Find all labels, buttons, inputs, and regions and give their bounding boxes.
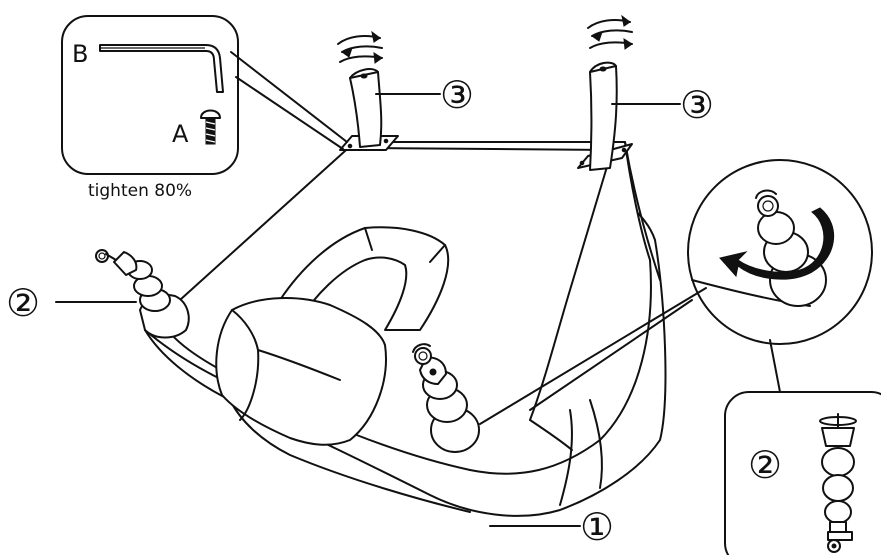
inset-connector [769,339,801,393]
tighten-caption: tighten 80% [88,181,192,201]
leg-left [95,249,190,339]
rotate-arrows-icon [587,14,633,50]
callout-leg-inset: ② [748,443,782,487]
allen-key-icon [99,44,224,93]
leg-detail-icon [819,413,857,553]
tool-inset: B A [61,15,348,175]
rotate-arrows-icon [337,30,383,64]
callout-leg-left: ② [6,281,40,325]
sofa-body [144,141,667,517]
leg-center [412,343,480,453]
callout-bracket-left: ③ [440,73,474,117]
callout-sofa-body: ① [580,505,614,549]
curved-arrow-icon [719,207,835,280]
bolt-icon [200,109,221,145]
callout-bracket-right: ③ [680,83,714,127]
leg-inset [724,391,881,555]
bracket-right [577,61,633,171]
bracket-left [339,68,399,151]
zoom-circle [479,159,873,425]
bolt-label: A [172,120,189,148]
allen-key-label: B [72,40,88,68]
